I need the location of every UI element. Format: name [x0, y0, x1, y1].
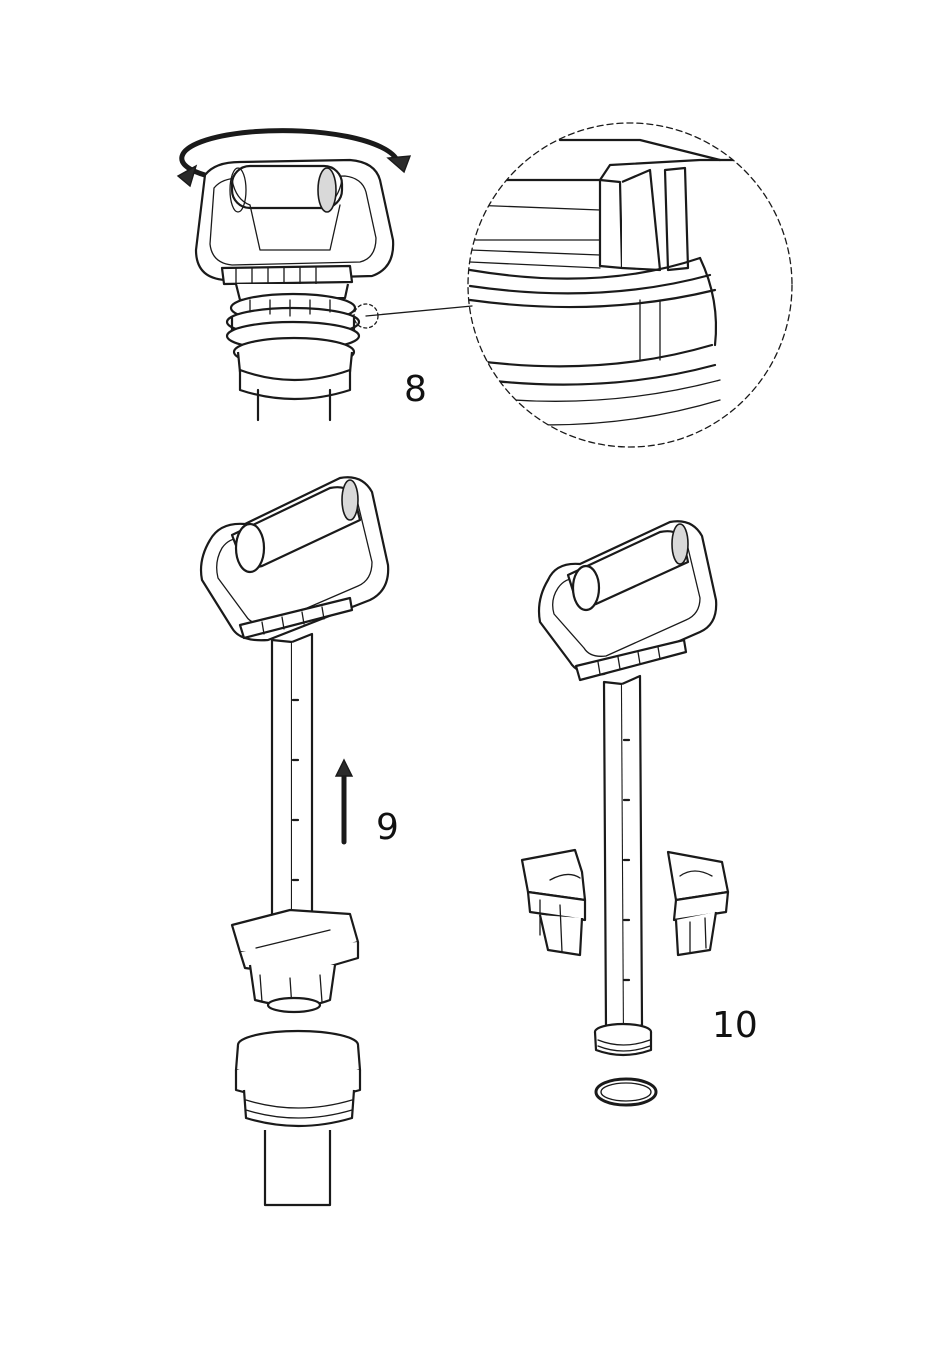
handle-step-10 [539, 521, 716, 680]
up-arrow-icon [336, 760, 352, 842]
detail-leader-line [366, 306, 472, 316]
step-9-illustration [201, 477, 388, 1205]
cartridge-half-left [522, 850, 585, 955]
step-number-8: 8 [404, 372, 427, 408]
valve-collar [222, 266, 359, 420]
step-number-9: 9 [376, 810, 399, 846]
step-10-illustration [522, 521, 728, 1105]
handle-top [196, 160, 393, 280]
stem-step-9 [272, 634, 312, 942]
o-ring [596, 1079, 656, 1105]
stem-step-10 [595, 676, 651, 1055]
detail-magnifier [468, 123, 800, 447]
step-8-illustration [178, 123, 800, 447]
step-number-10: 10 [712, 1008, 758, 1044]
valve-body-step-9 [236, 1031, 360, 1205]
handle-step-9 [201, 477, 388, 640]
cartridge-half-right [668, 852, 728, 955]
cartridge-step-9 [232, 910, 358, 1012]
